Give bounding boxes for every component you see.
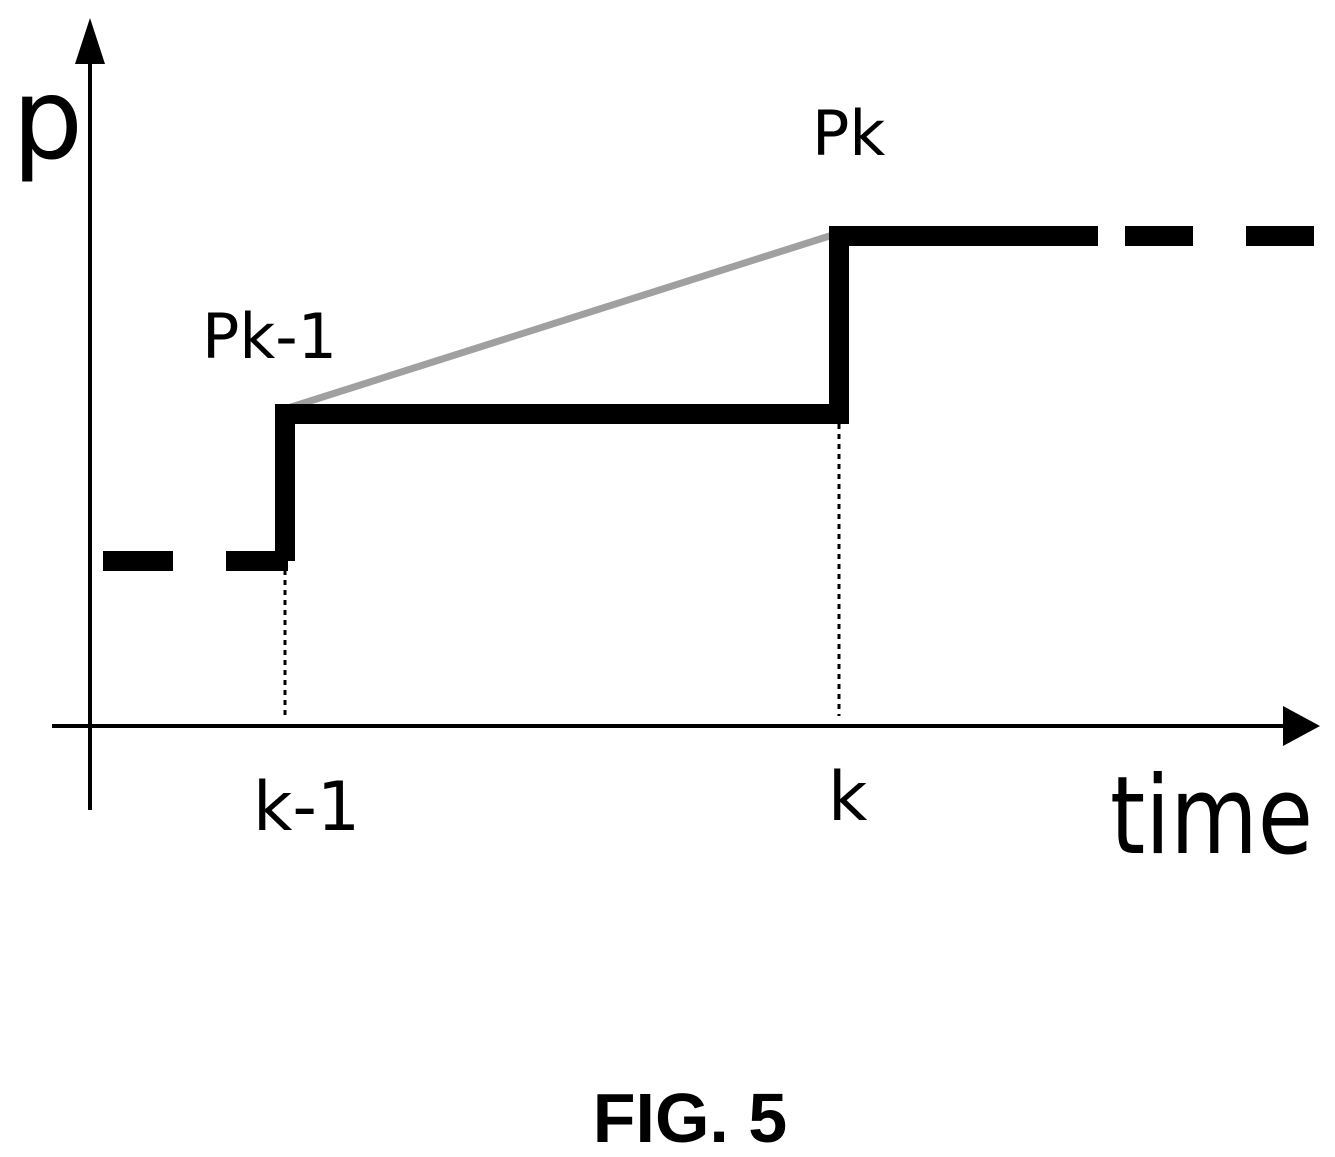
point-label-pk-minus-1: Pk-1 bbox=[202, 300, 337, 373]
tick-label-k: k bbox=[828, 758, 868, 837]
y-axis-label: p bbox=[12, 55, 83, 185]
x-axis bbox=[52, 706, 1320, 746]
lead-dash-1 bbox=[103, 551, 173, 571]
x-axis-label: time bbox=[1110, 754, 1313, 879]
point-label-pk: Pk bbox=[812, 97, 885, 170]
trail-dash-1 bbox=[1125, 226, 1193, 246]
trail-dash-2 bbox=[1246, 226, 1314, 246]
figure-caption: FIG. 5 bbox=[593, 1079, 787, 1157]
x-axis-arrowhead bbox=[1283, 706, 1320, 746]
step-curve bbox=[285, 236, 1098, 561]
ramp-line bbox=[288, 233, 839, 408]
tick-label-k-minus-1: k-1 bbox=[253, 768, 360, 847]
